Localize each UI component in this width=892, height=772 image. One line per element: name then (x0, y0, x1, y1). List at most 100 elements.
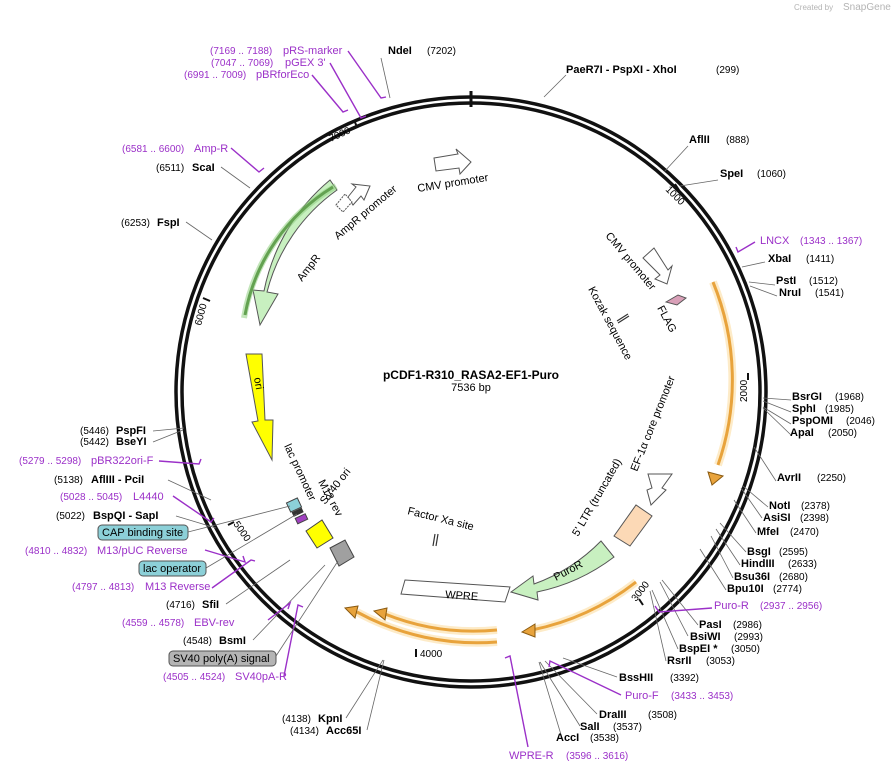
svg-text:(2774): (2774) (773, 584, 802, 595)
enzyme-pspomi: PspOMI (792, 415, 833, 427)
backbone (174, 91, 768, 689)
svg-text:(2046): (2046) (846, 416, 875, 427)
brand-name: SnapGene (843, 2, 891, 13)
enzyme-avrii: AvrII (777, 472, 801, 484)
enzyme-fspi: FspI (157, 217, 180, 229)
ltr-arrow (613, 504, 653, 547)
svg-text:(6253): (6253) (121, 218, 150, 229)
svg-text:(6581 .. 6600): (6581 .. 6600) (122, 144, 184, 155)
enzyme-bsmi: BsmI (219, 635, 246, 647)
sv40-polya-box (329, 539, 355, 567)
ampr-promoter-arrow (347, 183, 371, 206)
svg-text:(3508): (3508) (648, 710, 677, 721)
label-lac-promoter: lac promoter (281, 442, 318, 503)
enzyme-bsiwi: BsiWI (690, 631, 721, 643)
primer-pgex3: pGEX 3' (285, 57, 326, 69)
primer-prs-marker: pRS-marker (283, 45, 343, 57)
primer-wpre-r: WPRE-R (509, 750, 554, 762)
svg-text:(2378): (2378) (801, 501, 830, 512)
label-kozak: Kozak sequence (585, 285, 634, 362)
svg-text:(7169 .. 7188): (7169 .. 7188) (210, 46, 272, 57)
enzyme-sfii: SfiI (202, 599, 219, 611)
tick-2000: 2000 (739, 379, 750, 402)
svg-text:(3433 .. 3453): (3433 .. 3453) (671, 691, 733, 702)
wpre-box (400, 579, 511, 603)
svg-text:(3596 .. 3616): (3596 .. 3616) (566, 751, 628, 762)
enzyme-bsshii: BssHII (619, 672, 653, 684)
svg-text:(888): (888) (726, 135, 749, 146)
primer-l4440: L4440 (133, 491, 164, 503)
enzyme-ndei: NdeI (388, 45, 412, 57)
primer-amp-r: Amp-R (194, 143, 228, 155)
enzyme-psti: PstI (776, 275, 796, 287)
cap-site-box (285, 497, 303, 513)
svg-text:(2986): (2986) (733, 620, 762, 631)
svg-text:(4559 .. 4578): (4559 .. 4578) (122, 618, 184, 629)
enzyme-bsrgi: BsrGI (792, 391, 822, 403)
enzyme-draiii: DraIII (599, 709, 627, 721)
leader-lines (152, 57, 792, 739)
primer-lncx: LNCX (760, 235, 790, 247)
svg-text:(5138): (5138) (54, 475, 83, 486)
svg-text:(5279 .. 5298): (5279 .. 5298) (19, 456, 81, 467)
cmv-promoter-outer-arrow (433, 148, 472, 176)
enzyme-hindiii: HindIII (741, 558, 775, 570)
label-factor-xa: Factor Xa site (406, 505, 475, 533)
svg-text:(1968): (1968) (835, 392, 864, 403)
primer-puro-f: Puro-F (625, 690, 659, 702)
primer-markers (158, 50, 756, 748)
primer-pbrforeco: pBRforEco (256, 69, 309, 81)
sv40-ori-box (305, 519, 334, 549)
enzyme-spei: SpeI (720, 168, 743, 180)
svg-text:(3392): (3392) (670, 673, 699, 684)
primer-puro-r: Puro-R (714, 600, 749, 612)
svg-text:(1343 .. 1367): (1343 .. 1367) (800, 236, 862, 247)
svg-text:(3538): (3538) (590, 733, 619, 744)
enzyme-kpni: KpnI (318, 713, 342, 725)
enzyme-bseyi: BseYI (116, 436, 147, 448)
primer-ebv-rev: EBV-rev (194, 617, 235, 629)
label-ef1a: EF-1α core promoter (629, 374, 678, 473)
svg-text:(4810 .. 4832): (4810 .. 4832) (25, 546, 87, 557)
svg-text:(1985): (1985) (825, 404, 854, 415)
enzyme-bsu36i: Bsu36I (734, 571, 770, 583)
enzyme-nrui: NruI (779, 287, 801, 299)
primer-labels: (7169 .. 7188) pRS-marker (7047 .. 7069)… (19, 45, 862, 762)
lac-operator-label: lac operator (143, 563, 201, 575)
svg-text:(2680): (2680) (779, 572, 808, 583)
primer-sv40pa-r: SV40pA-R (235, 671, 287, 683)
brand-prefix: Created by (794, 3, 833, 12)
svg-text:(2937 .. 2956): (2937 .. 2956) (760, 601, 822, 612)
svg-text:(3053): (3053) (706, 656, 735, 667)
label-ampr: AmpR (295, 252, 323, 284)
svg-text:(1411): (1411) (806, 254, 834, 265)
svg-text:(7047 .. 7069): (7047 .. 7069) (211, 58, 273, 69)
svg-text:(2633): (2633) (788, 559, 817, 570)
label-cmv-outer: CMV promoter (417, 172, 490, 195)
label-ori: ori (251, 376, 265, 390)
svg-text:(5446): (5446) (80, 426, 109, 437)
svg-text:(299): (299) (716, 65, 739, 76)
enzyme-sapi: BspQI - SapI (93, 510, 158, 522)
enzyme-pasi: PasI (699, 619, 722, 631)
enzyme-bsgi: BsgI (747, 546, 771, 558)
svg-text:(3537): (3537) (613, 722, 642, 733)
plasmid-length: 7536 bp (451, 382, 491, 394)
flag-arrow (664, 294, 688, 306)
svg-text:(4505 .. 4524): (4505 .. 4524) (163, 672, 225, 683)
enzyme-pcii: AflIII - PciI (91, 474, 144, 486)
ori-arrow (245, 353, 274, 462)
sv40-polya-signal-box (168, 650, 277, 667)
ef1a-promoter-arrow (646, 473, 673, 506)
label-wpre: WPRE (445, 589, 479, 603)
svg-text:(2050): (2050) (828, 428, 857, 439)
tick-7000: 7000 (328, 125, 353, 145)
m13-rev-box (294, 513, 309, 525)
svg-text:(7202): (7202) (427, 46, 456, 57)
puror-arrow (509, 540, 615, 601)
svg-text:(6511): (6511) (156, 163, 184, 174)
svg-text:(2398): (2398) (800, 513, 829, 524)
enzyme-noti: NotI (769, 500, 790, 512)
svg-text:(5022): (5022) (56, 511, 85, 522)
